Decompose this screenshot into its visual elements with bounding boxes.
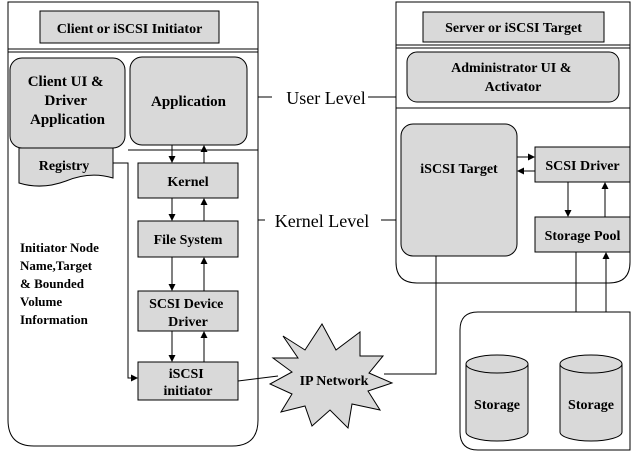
kernel-label: Kernel [167,175,208,190]
iscsi-initiator-box [137,361,239,401]
registry-label: Registry [39,159,90,174]
registry-box [18,147,114,187]
client-ui-driver-app-label: Client UI & Driver Application [28,74,108,128]
iscsi-target-box [400,123,518,257]
client-title: Client or iSCSI Initiator [57,22,203,37]
server-title-box [422,11,605,43]
administrator-ui-label: Administrator UI & Activator [451,61,575,95]
scsi-driver-box [534,146,631,183]
iscsi-initiator-label: iSCSI initiator [164,367,213,399]
ip-network-starburst [268,323,394,430]
client-arrows [113,145,208,382]
initiator-network-link [237,375,279,382]
administrator-ui-box [406,51,620,103]
kernel-box [137,162,239,199]
file-system-label: File System [154,233,223,248]
ip-network-label: IP Network [300,374,369,389]
server-title: Server or iSCSI Target [445,21,582,36]
scsi-driver-label: SCSI Driver [545,159,619,174]
user-level-label: User Level [286,88,365,108]
application-label: Application [151,94,227,110]
initiator-info-text: Initiator Node Name,Target & Bounded Vol… [20,240,102,327]
storage-disk-2 [559,354,623,442]
network-target-link [384,256,437,375]
client-title-box [39,10,220,44]
storage-disk-1-label: Storage [474,398,520,413]
storage-pool-box [534,216,631,253]
storage-pool-label: Storage Pool [545,229,621,244]
file-system-box [137,220,239,258]
storage-disk-1 [465,354,529,442]
scsi-device-driver-label: SCSI Device Driver [149,297,227,330]
storage-disk-2-label: Storage [568,398,614,413]
kernel-level-label: Kernel Level [275,211,369,231]
iscsi-target-label: iSCSI Target [420,162,498,177]
application-box [129,56,248,146]
scsi-device-driver-box [137,290,239,332]
